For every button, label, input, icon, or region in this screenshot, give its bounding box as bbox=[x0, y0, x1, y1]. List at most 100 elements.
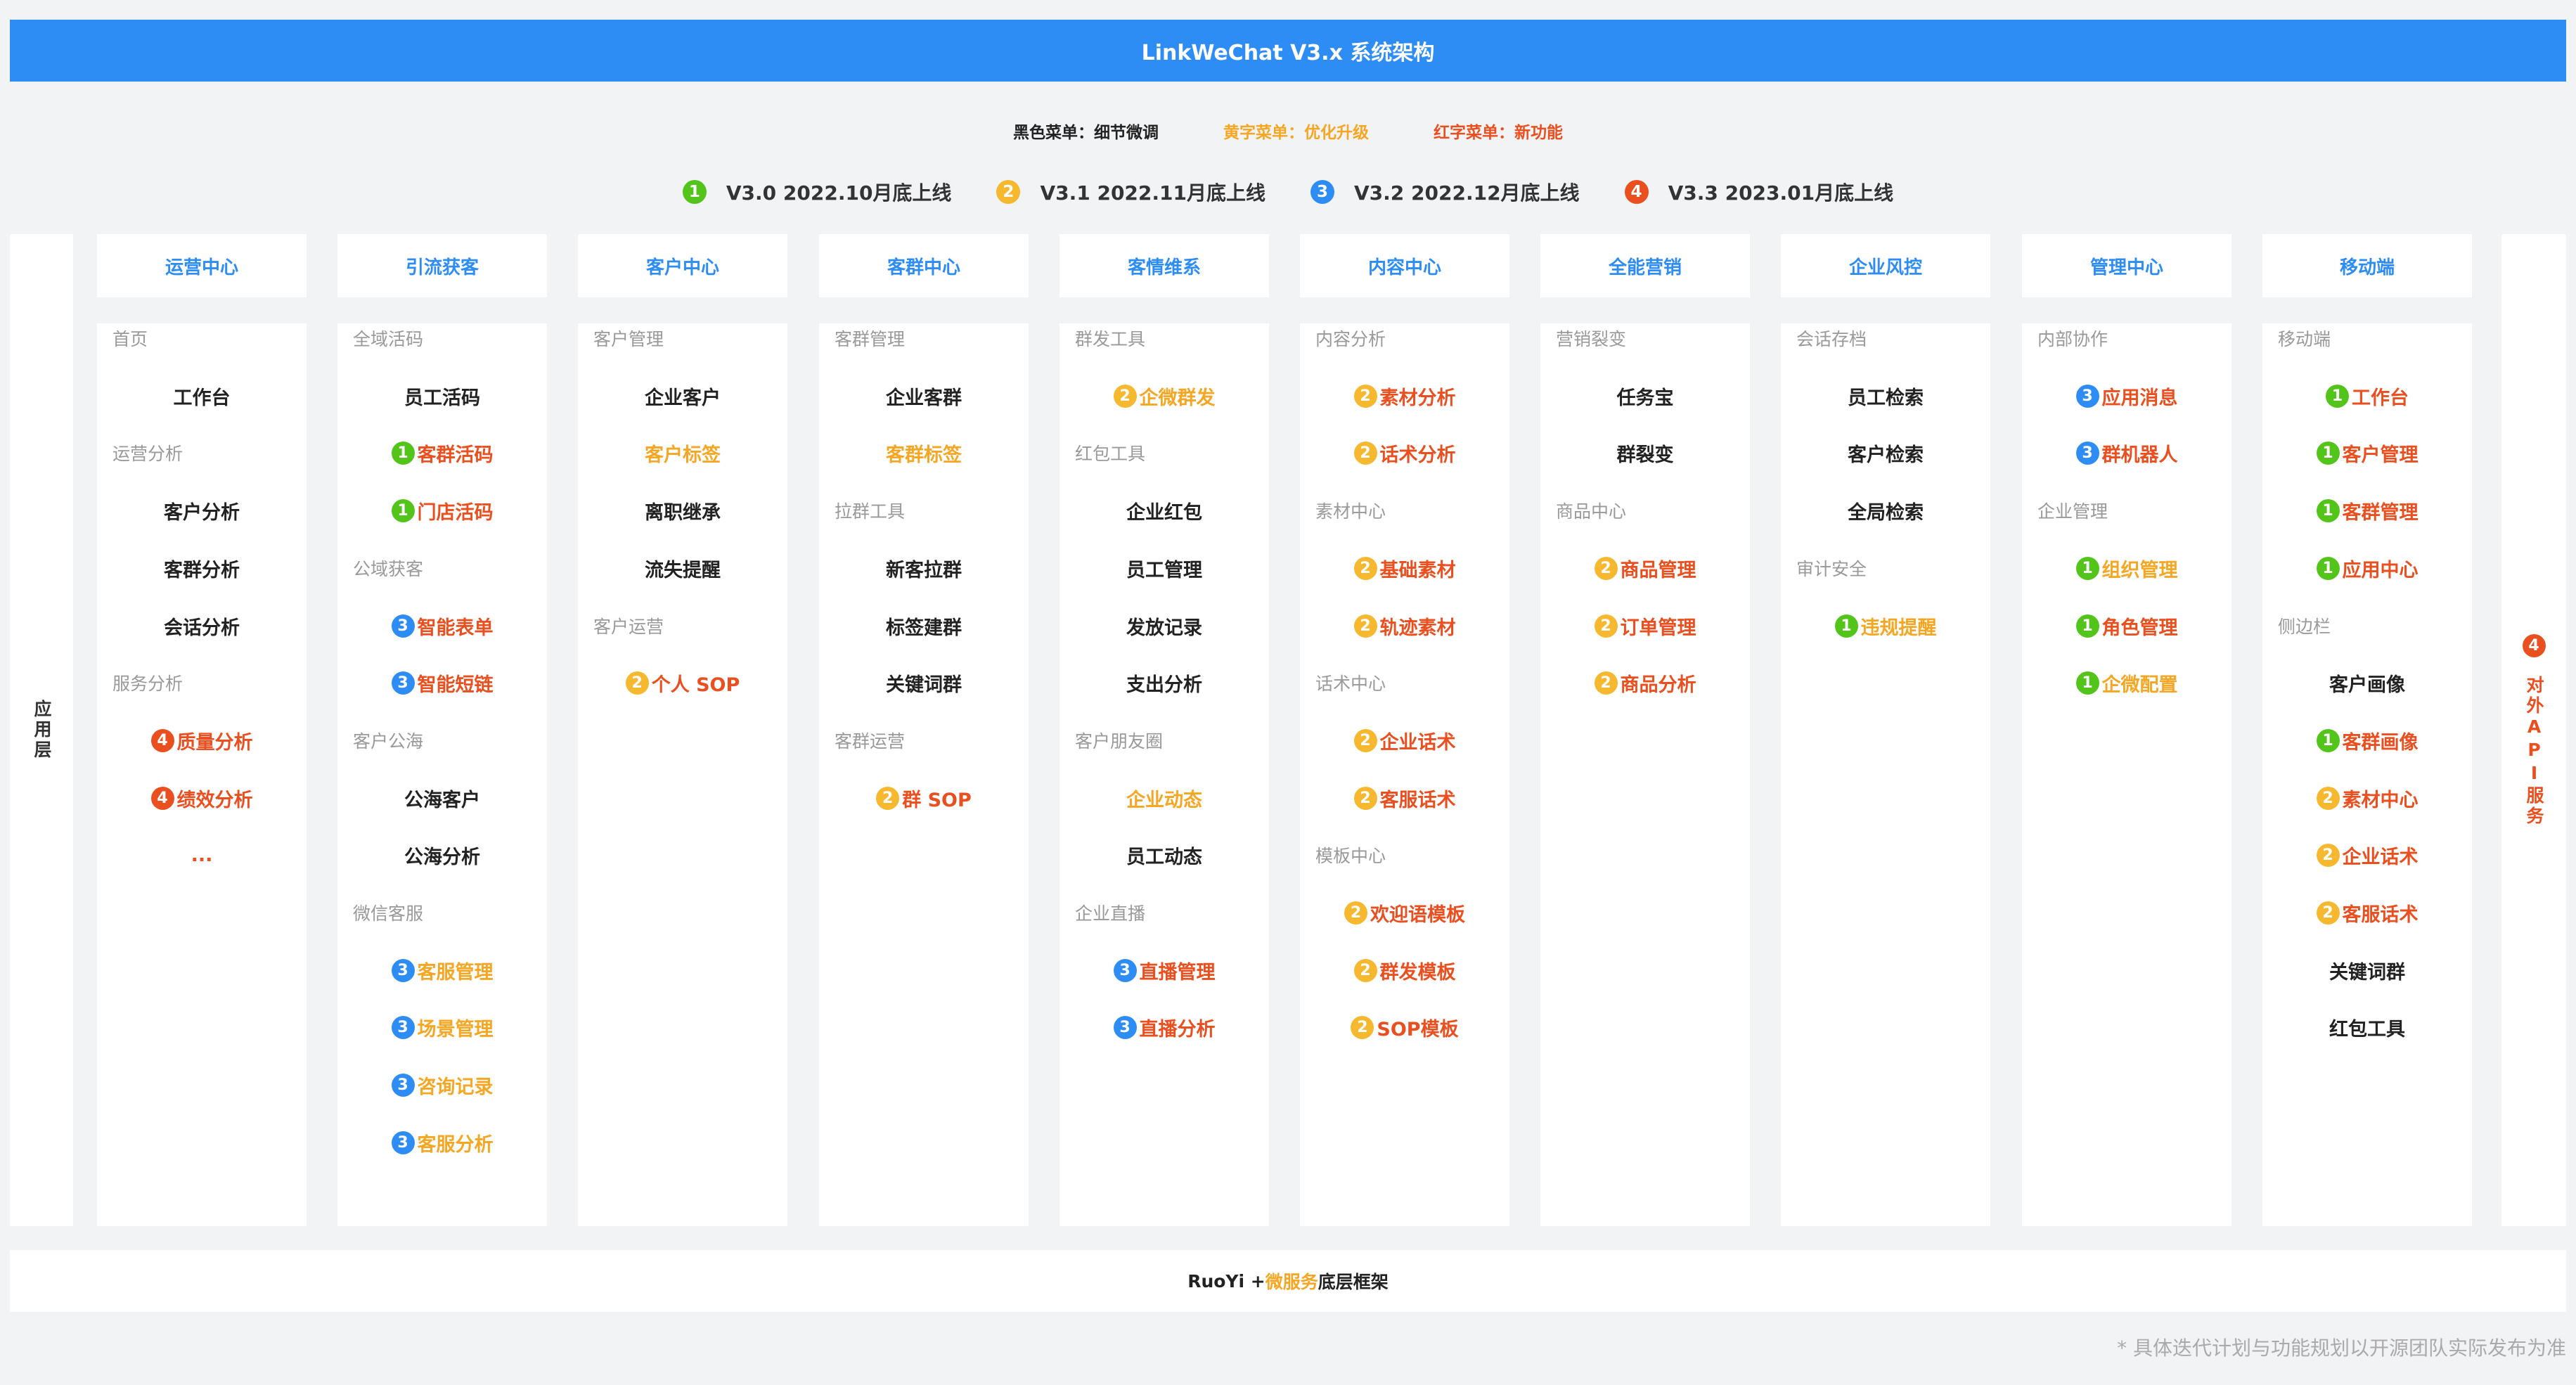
group-label: 客群运营 bbox=[835, 731, 906, 752]
menu-item: 客户标签 bbox=[578, 437, 787, 468]
version-2-badge: 2 bbox=[2316, 901, 2340, 925]
version-3-badge: 3 bbox=[1113, 1015, 1137, 1039]
menu-item: 发放记录 bbox=[1060, 610, 1269, 641]
menu-item-label: 企业动态 bbox=[1126, 789, 1202, 811]
menu-item-label: 全局检索 bbox=[1848, 501, 1924, 524]
version-2-badge: 2 bbox=[625, 671, 649, 695]
menu-item: 员工管理 bbox=[1060, 553, 1269, 584]
framework-text-1: RuoYi + bbox=[1187, 1270, 1266, 1291]
group-label: 内容分析 bbox=[1315, 329, 1386, 349]
menu-item: 工作台 bbox=[97, 380, 307, 411]
menu-item-label: 素材中心 bbox=[2342, 789, 2419, 811]
menu-item: 红包工具 bbox=[2262, 1012, 2472, 1043]
column-header: 全能营销 bbox=[1540, 234, 1750, 297]
menu-item-label: 场景管理 bbox=[417, 1018, 494, 1041]
page-title-banner: LinkWeChat V3.x 系统架构 bbox=[10, 20, 2566, 82]
column-header: 客群中心 bbox=[819, 234, 1029, 297]
version-1-badge: 1 bbox=[2316, 728, 2340, 752]
version-4-badge: 4 bbox=[2522, 633, 2546, 657]
version-1-badge: 1 bbox=[2075, 556, 2099, 580]
menu-item-label: 直播管理 bbox=[1139, 961, 1216, 984]
version-2-badge: 2 bbox=[1594, 556, 1618, 580]
version-1-badge: 1 bbox=[2075, 671, 2099, 695]
version-2-badge: 2 bbox=[1351, 1015, 1374, 1039]
version-3-badge: 3 bbox=[391, 614, 415, 638]
menu-item-label: 群 SOP bbox=[902, 789, 972, 811]
menu-item-label: 基础素材 bbox=[1379, 559, 1456, 581]
menu-item-label: 绩效分析 bbox=[176, 789, 253, 811]
menu-item: 员工活码 bbox=[337, 380, 547, 411]
menu-item-label: 个人 SOP bbox=[651, 674, 740, 696]
group-label: 企业管理 bbox=[2037, 501, 2108, 522]
group-label: 全域活码 bbox=[353, 329, 424, 349]
version-4-badge: 4 bbox=[1624, 180, 1649, 204]
menu-item-label: 公海客户 bbox=[404, 789, 480, 811]
version-2-badge: 2 bbox=[1353, 441, 1377, 465]
menu-item: 客群分析 bbox=[97, 553, 307, 584]
group-label: 客户运营 bbox=[593, 617, 664, 637]
menu-item-label: 支出分析 bbox=[1126, 674, 1202, 696]
menu-item-label: 智能短链 bbox=[417, 674, 494, 696]
group-label: 群发工具 bbox=[1075, 329, 1146, 349]
menu-item-label: 客服话术 bbox=[1379, 789, 1456, 811]
menu-item: 企业客群 bbox=[819, 380, 1029, 411]
menu-item-label: 咨询记录 bbox=[417, 1076, 494, 1098]
menu-item-label: 客户画像 bbox=[2329, 674, 2405, 696]
menu-item: 客群标签 bbox=[819, 437, 1029, 468]
menu-item-label: 红包工具 bbox=[2329, 1018, 2405, 1041]
menu-item-label: 流失提醒 bbox=[645, 559, 721, 581]
menu-item-label: 企业话术 bbox=[2342, 846, 2419, 868]
menu-item-label: SOP模板 bbox=[1377, 1018, 1459, 1041]
menu-item: 员工动态 bbox=[1060, 839, 1269, 870]
version-4-badge: 4 bbox=[150, 728, 174, 752]
menu-item-label: 新客拉群 bbox=[886, 559, 962, 581]
menu-item: 公海分析 bbox=[337, 839, 547, 870]
column-header: 客情维系 bbox=[1060, 234, 1269, 297]
menu-item-label: 发放记录 bbox=[1126, 617, 1202, 639]
group-label: 首页 bbox=[112, 329, 148, 349]
menu-item: 关键词群 bbox=[819, 667, 1029, 698]
menu-item-label: 商品管理 bbox=[1620, 559, 1696, 581]
menu-item-label: 工作台 bbox=[2352, 387, 2409, 409]
version-3-badge: 3 bbox=[391, 1130, 415, 1154]
menu-item-label: 客群管理 bbox=[2342, 501, 2419, 524]
group-label: 企业直播 bbox=[1075, 903, 1146, 924]
menu-item-label: 客户分析 bbox=[164, 501, 240, 524]
framework-text-3: 底层框架 bbox=[1318, 1272, 1389, 1292]
external-api-column: 4 对外API服务 bbox=[2501, 234, 2566, 1226]
menu-item: 企业动态 bbox=[1060, 782, 1269, 813]
menu-item-label: 客群分析 bbox=[164, 559, 240, 581]
menu-item: 客户检索 bbox=[1781, 437, 1990, 468]
menu-item-label: 客群活码 bbox=[417, 444, 494, 466]
column-header: 运营中心 bbox=[97, 234, 307, 297]
menu-item-label: 标签建群 bbox=[886, 617, 962, 639]
menu-item: 客户画像 bbox=[2262, 667, 2472, 698]
menu-item: 会话分析 bbox=[97, 610, 307, 641]
external-api-label: 对外API服务 bbox=[2524, 675, 2544, 827]
group-label: 运营分析 bbox=[112, 444, 183, 464]
group-label: 客户朋友圈 bbox=[1075, 731, 1164, 752]
